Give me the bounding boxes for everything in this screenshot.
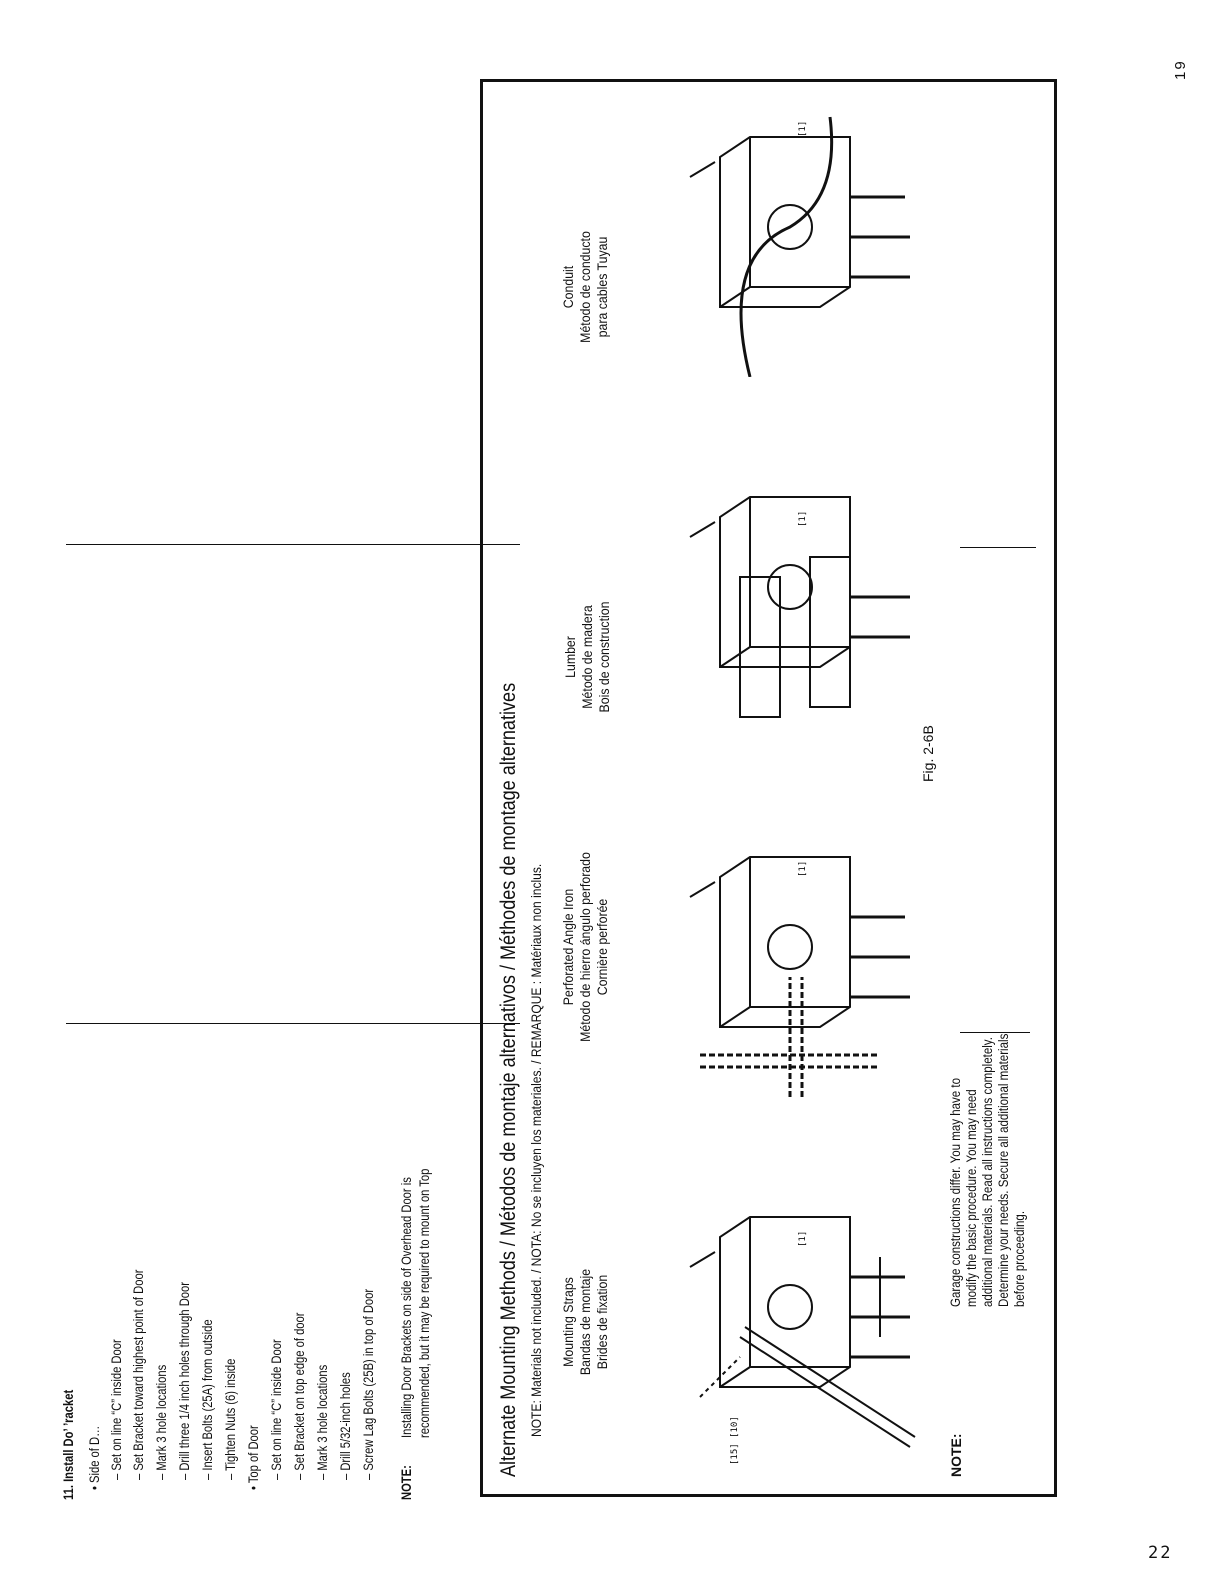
materials-note: NOTE: Materials not included. / NOTA: No…	[528, 863, 544, 1437]
step-line: – Set Bracket on top edge of door	[291, 1312, 307, 1481]
method-caption-conduit: Conduit Método de conducto para cables T…	[560, 231, 610, 343]
step-line: – Set Bracket toward highest point of Do…	[130, 1269, 146, 1480]
step-line: – Drill three 1/4 inch holes through Doo…	[176, 1282, 192, 1480]
angle-iron-illustration	[689, 856, 910, 1097]
alternate-mounting-content: Alternate Mounting Methods / Métodos de …	[480, 79, 1057, 1497]
step-line: • Side of D…	[86, 1425, 102, 1490]
step-title: 11. Install Do’ ’racket	[60, 1389, 76, 1500]
method-caption-angle-iron: Perforated Angle Iron Método de hierro á…	[560, 852, 610, 1042]
garage-note-label: NOTE:	[948, 1433, 964, 1477]
rule-line	[960, 1032, 1030, 1033]
step-note-line: recommended, but it may be required to m…	[416, 1168, 432, 1438]
page-number-side: 19	[1172, 59, 1189, 80]
conduit-illustration	[689, 116, 910, 377]
figure-label: Fig. 2-6B	[920, 725, 936, 782]
installation-steps: 11. Install Do’ ’racket • Side of D… – S…	[60, 800, 460, 1500]
step-note-line: Installing Door Brackets on side of Over…	[398, 1177, 414, 1438]
rule-line	[66, 1023, 520, 1024]
step-line: – Set on line “C” inside Door	[108, 1339, 124, 1480]
box-heading: Alternate Mounting Methods / Métodos de …	[497, 682, 520, 1477]
step-line: • Top of Door	[245, 1425, 261, 1490]
rule-line	[960, 547, 1036, 548]
step-line: – Tighten Nuts (6) inside	[222, 1358, 238, 1480]
rule-line	[66, 544, 520, 545]
page-number-bottom: 22	[1148, 1543, 1173, 1563]
step-line: – Screw Lag Bolts (25B) in top of Door	[360, 1288, 376, 1480]
method-caption-lumber: Lumber Método de madera Bois de construc…	[562, 601, 612, 713]
step-line: – Mark 3 hole locations	[153, 1364, 169, 1480]
step-line: – Mark 3 hole locations	[314, 1364, 330, 1480]
step-note-label: NOTE:	[398, 1465, 414, 1500]
step-line: – Drill 5/32-inch holes	[337, 1372, 353, 1480]
alternate-mounting-box	[480, 79, 1057, 1497]
garage-note: Garage constructions differ. You may hav…	[948, 1033, 1027, 1307]
step-line: – Set on line “C” inside Door	[268, 1339, 284, 1480]
lumber-illustration	[689, 496, 910, 718]
step-line: – Insert Bolts (25A) from outside	[199, 1319, 215, 1480]
mounting-straps-illustration	[689, 1216, 916, 1448]
method-caption-mounting-straps: Mounting Straps Bandas de montaje Brides…	[560, 1268, 610, 1376]
